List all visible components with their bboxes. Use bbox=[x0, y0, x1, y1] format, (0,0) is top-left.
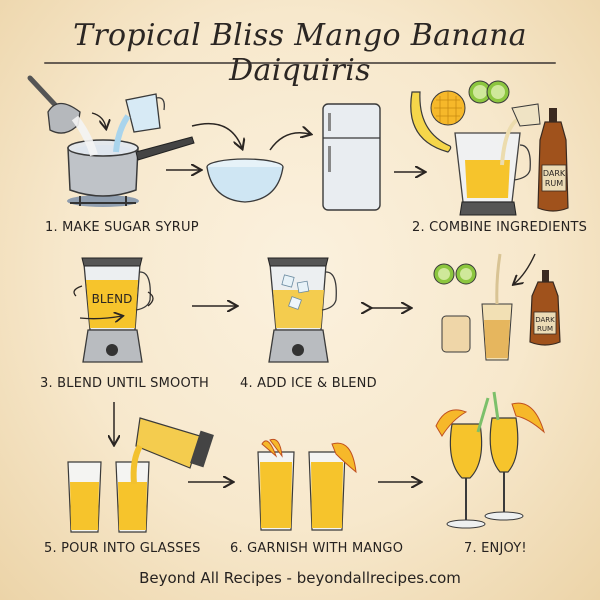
svg-text:RUM: RUM bbox=[537, 325, 553, 333]
svg-text:RUM: RUM bbox=[545, 179, 563, 188]
saucepan-icon bbox=[27, 75, 195, 207]
banana-icon bbox=[410, 91, 452, 153]
lime-juice-icon bbox=[433, 263, 477, 353]
rum-glass-icon bbox=[481, 253, 536, 361]
blender-ice-icon bbox=[267, 257, 337, 363]
page-title: Tropical Bliss Mango Banana Daiquiris bbox=[73, 18, 527, 88]
step-5-label: 5. POUR INTO GLASSES bbox=[44, 541, 201, 556]
footer-credit: Beyond All Recipes - beyondallrecipes.co… bbox=[139, 569, 461, 587]
step-1-label: 1. MAKE SUGAR SYRUP bbox=[45, 220, 199, 235]
mango-icon bbox=[430, 90, 466, 126]
fridge-icon bbox=[322, 103, 381, 211]
bowl-icon bbox=[206, 158, 284, 203]
svg-text:DARK: DARK bbox=[535, 316, 555, 324]
dark-rum-bottle-icon: DARK RUM bbox=[537, 108, 569, 212]
svg-text:DARK: DARK bbox=[543, 169, 566, 178]
arrow-icon bbox=[191, 122, 242, 148]
svg-text:BLEND: BLEND bbox=[92, 292, 133, 306]
blender-blend-icon: BLEND bbox=[73, 257, 154, 363]
blender-jar-icon bbox=[454, 103, 541, 216]
arrow-icon bbox=[269, 133, 310, 151]
step-7-label: 7. ENJOY! bbox=[464, 541, 527, 556]
step-4-label: 4. ADD ICE & BLEND bbox=[240, 376, 377, 391]
step-3-label: 3. BLEND UNTIL SMOOTH bbox=[40, 376, 210, 391]
hurricane-glasses-icon bbox=[435, 391, 545, 529]
step-2-label: 2. COMBINE INGREDIENTS bbox=[412, 220, 588, 235]
step-6-label: 6. GARNISH WITH MANGO bbox=[230, 541, 404, 556]
dark-rum-bottle-icon-2: DARK RUM bbox=[529, 270, 561, 346]
pour-glasses-icon bbox=[67, 417, 214, 533]
garnished-glasses-icon bbox=[257, 438, 357, 531]
lime-icon bbox=[468, 80, 510, 104]
title-underline bbox=[44, 62, 556, 64]
